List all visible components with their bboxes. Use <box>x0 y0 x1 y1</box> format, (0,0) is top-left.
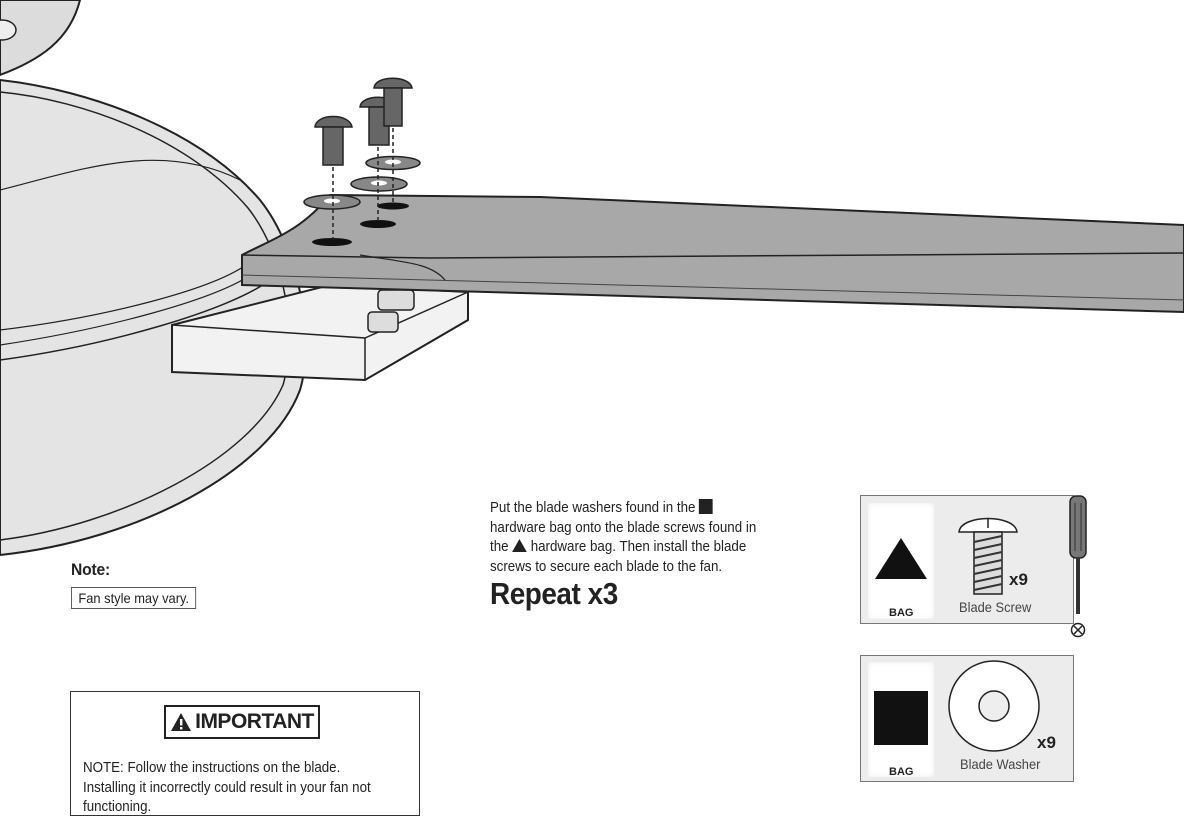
instruction-part-2: hardware bag onto the blade screws found… <box>490 519 757 556</box>
hardware-box-blade-screw: BAG x9 Blade Screw <box>860 495 1074 624</box>
triangle-icon <box>875 538 927 579</box>
fan-blade-illustration <box>0 0 1184 557</box>
bag: BAG <box>868 662 934 778</box>
important-box: IMPORTANT NOTE: Follow the instructions … <box>70 691 420 816</box>
instruction-text: Put the blade washers found in the hardw… <box>490 499 766 577</box>
blade-bracket <box>171 283 469 382</box>
screw-name: Blade Screw <box>959 599 1032 615</box>
washer-name: Blade Washer <box>960 756 1041 772</box>
square-icon <box>874 691 928 745</box>
triangle-bag-icon <box>512 539 527 552</box>
fan-blade <box>241 193 1184 314</box>
important-label: IMPORTANT <box>195 710 314 733</box>
instruction-part-3: hardware bag. Then install the blade scr… <box>490 539 747 575</box>
washer-icon <box>948 660 1040 752</box>
screwdriver-icon <box>1069 495 1087 638</box>
important-text: NOTE: Follow the instructions on the bla… <box>83 760 371 815</box>
important-badge: IMPORTANT <box>164 705 320 739</box>
bag-label: BAG <box>889 607 914 619</box>
bag-label: BAG <box>889 766 914 778</box>
screw-icon <box>958 517 1018 595</box>
square-bag-icon <box>699 499 713 514</box>
hardware-box-blade-washer: BAG x9 Blade Washer <box>860 655 1074 782</box>
screw-quantity: x9 <box>1009 570 1028 589</box>
instruction-part-1: Put the blade washers found in the <box>490 500 696 516</box>
washer-quantity: x9 <box>1037 733 1056 752</box>
note-text: Fan style may vary. <box>71 587 197 609</box>
note-label: Note: <box>71 560 111 579</box>
repeat-heading: Repeat x3 <box>490 576 618 611</box>
warning-icon <box>171 713 192 731</box>
blade-screws <box>314 77 413 240</box>
bag: BAG <box>868 503 934 619</box>
